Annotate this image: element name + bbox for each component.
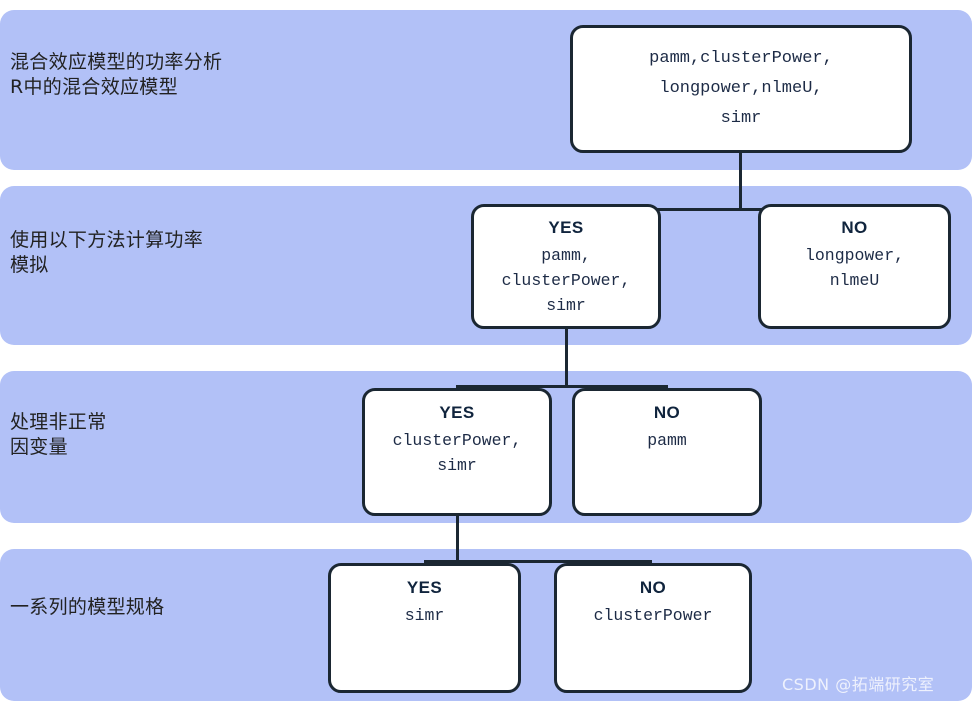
- connector-level2-bar: [565, 208, 857, 211]
- node-level2-no[interactable]: NO longpower, nlmeU: [758, 204, 951, 329]
- watermark: CSDN @拓端研究室: [782, 675, 935, 694]
- node-level2-yes[interactable]: YES pamm, clusterPower, simr: [471, 204, 661, 329]
- band-label-2: 使用以下方法计算功率 模拟: [10, 229, 204, 276]
- node-level3-yes[interactable]: YES clusterPower, simr: [362, 388, 552, 516]
- node-level2-yes-title: YES: [548, 218, 584, 237]
- node-level3-no-body: pamm: [647, 431, 687, 450]
- node-level3-yes-body: clusterPower, simr: [392, 431, 522, 475]
- connector-level4-bar: [424, 560, 652, 563]
- band-label-1: 混合效应模型的功率分析 R中的混合效应模型: [10, 51, 223, 98]
- connector-level3-yes-stem: [456, 516, 459, 563]
- node-level2-yes-body: pamm, clusterPower, simr: [501, 246, 631, 315]
- connector-level3-bar: [456, 385, 668, 388]
- connector-level2-yes-stem: [565, 329, 568, 388]
- node-root[interactable]: pamm,clusterPower, longpower,nlmeU, simr: [570, 25, 912, 153]
- node-level4-no-title: NO: [639, 578, 667, 597]
- node-level2-no-body: longpower, nlmeU: [804, 246, 905, 290]
- node-level4-yes-title: YES: [406, 578, 443, 597]
- node-level4-yes-body: simr: [404, 606, 445, 625]
- node-root-body: pamm,clusterPower, longpower,nlmeU, simr: [649, 49, 833, 128]
- node-level3-yes-title: YES: [439, 403, 475, 422]
- node-level4-yes[interactable]: YES simr: [328, 563, 521, 693]
- node-level2-no-title: NO: [841, 218, 868, 237]
- band-label-4: 一系列的模型规格: [10, 596, 165, 618]
- connector-root-stem: [739, 152, 742, 211]
- node-level3-no-title: NO: [653, 403, 681, 422]
- node-level3-no[interactable]: NO pamm: [572, 388, 762, 516]
- node-level4-no[interactable]: NO clusterPower: [554, 563, 752, 693]
- band-label-3: 处理非正常 因变量: [10, 411, 107, 458]
- node-level4-no-body: clusterPower: [593, 606, 713, 625]
